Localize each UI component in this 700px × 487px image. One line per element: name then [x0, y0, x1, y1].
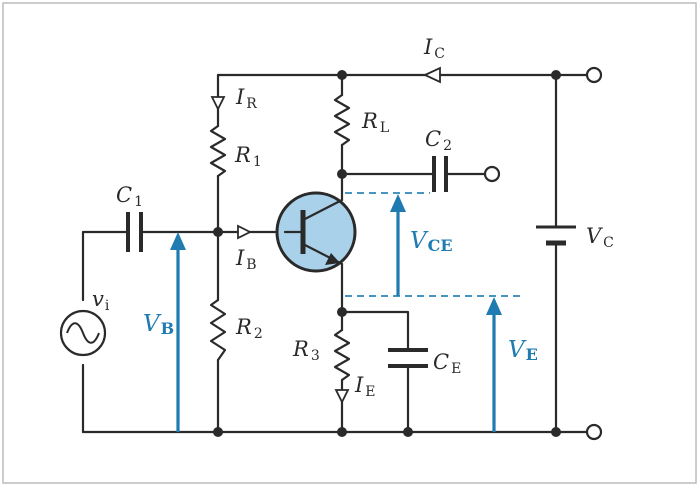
resistor-r1	[209, 124, 227, 178]
capacitor-c1	[126, 212, 143, 252]
terminals	[483, 66, 603, 441]
resistor-rl	[333, 93, 351, 147]
ib-arrow-icon	[237, 224, 253, 240]
ir-arrow-icon	[210, 96, 226, 112]
emitter-arrow-icon	[325, 253, 340, 265]
ie-arrow-icon	[334, 389, 350, 405]
battery-vc	[536, 225, 576, 246]
input-top-wire	[81, 230, 128, 302]
ce-top-wire	[340, 310, 410, 350]
ve-arrow-icon	[486, 297, 502, 432]
vb-arrow-icon	[170, 232, 186, 432]
junction-dots	[213, 70, 561, 437]
capacitor-ce	[388, 348, 428, 368]
npn-transistor	[275, 191, 357, 273]
ic-arrow-icon	[422, 66, 441, 84]
resistor-r3	[333, 328, 351, 382]
ac-source-vi	[59, 309, 107, 357]
resistor-r2	[209, 298, 227, 362]
label-vb: VB	[143, 311, 174, 338]
vc-top-terminal	[585, 66, 603, 84]
label-vi: vi	[92, 287, 110, 314]
wires	[81, 73, 596, 434]
label-vce: VCE	[410, 228, 453, 255]
vc-bottom-terminal	[585, 423, 603, 441]
capacitor-c2	[432, 156, 448, 192]
label-ve: VE	[508, 337, 538, 364]
output-terminal	[483, 165, 501, 183]
vce-arrow-icon	[390, 194, 406, 296]
